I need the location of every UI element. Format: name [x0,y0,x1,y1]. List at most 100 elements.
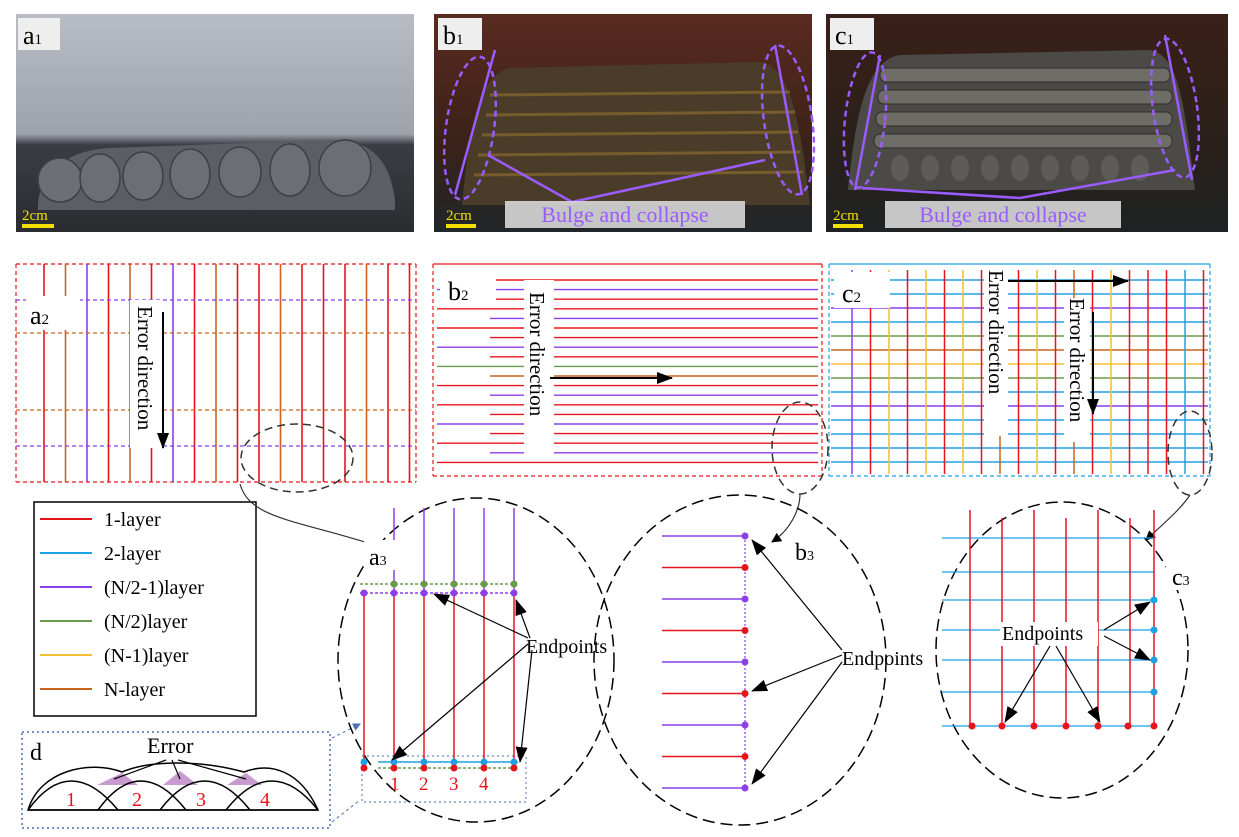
zoom-c3: c3 Endpoints [935,494,1208,799]
error-pointer [177,759,247,780]
endpoint-dot [1150,656,1158,664]
endpoint-dot [998,722,1006,730]
scale-label: 2cm [22,208,48,224]
panel-d: d Error 1 2 3 4 [21,723,527,829]
path-panel-c2 [828,263,1211,477]
zoom-a3: a3 Endpoints 1 2 3 4 [239,483,615,823]
path-number: 4 [479,774,489,795]
panel-label-c3: c3 [1172,565,1190,591]
label-box [438,18,482,50]
scale-bar [833,224,863,228]
legend-label: (N/2-1)layer [104,577,204,599]
error-label: Error [147,733,194,758]
endpoint-dot [741,532,749,540]
legend-item-3: (N/2-1)layer [40,577,204,599]
legend-item-2: 2-layer [40,543,161,565]
endpoints-label: Endpoints [1002,623,1083,645]
endpoint-dot [390,589,398,597]
panel-label-b3: b3 [795,540,814,566]
zoom-a3-lines [360,508,518,772]
caption-box [505,201,745,228]
endpoint-dot [480,589,488,597]
endpoint-dot [510,580,518,588]
zoom-b3-lines [662,532,749,792]
endpoint-dot [390,764,398,772]
photo-c1: c1 Bulge and collapse 2cm [826,14,1228,232]
endpoint-dot [360,764,368,772]
panel-label-d: d [30,740,42,766]
label-box [830,18,874,50]
arrow-label-box [984,266,1008,436]
endpoint-dot [420,589,428,597]
connector-arrow [331,723,361,739]
endpoint-dot [450,758,458,766]
path-number: 3 [449,774,459,795]
endpoint-dot [741,595,749,603]
path-b2-overlays: b2 Error direction [440,272,829,495]
label-box [790,534,832,566]
path-a2-overlays: a2 Error direction [26,296,354,493]
legend-item-4: (N/2)layer [40,611,188,633]
endpoint-dot [1150,596,1158,604]
zoom-connector [771,493,801,543]
endpoint-dot [510,758,518,766]
bead-number: 1 [66,789,76,811]
endpoints-label: Endpoints [526,636,607,658]
zoom-circle-c [1167,410,1213,496]
arrow-label-box [130,300,162,448]
label-box [26,736,54,766]
legend-label: (N-1)layer [104,645,189,667]
endpoint-dot [420,764,428,772]
legend: 1-layer 2-layer (N/2-1)layer (N/2)layer … [33,501,257,717]
endpoint-dot [420,758,428,766]
bead-profile [26,762,320,811]
endpoint-dot [360,758,368,766]
panel-label-a1: a1 [23,21,42,50]
label-box [26,296,80,330]
legend-box [33,501,257,717]
panel-label-c2: c2 [842,279,861,308]
endpoints-label: Endpoints [842,648,923,670]
label-box [18,18,60,50]
endpoint-dot [480,764,488,772]
endpoint-dot [420,580,428,588]
endpoint-dot [1062,722,1070,730]
scale-label: 2cm [833,208,859,224]
scale-bar [446,224,476,228]
legend-item-1: 1-layer [40,509,161,531]
zoom-connector [239,483,385,550]
endpoint-dot [968,722,976,730]
endpoint-dot [510,764,518,772]
endpoint-dot [390,758,398,766]
caption-bulge-collapse: Bulge and collapse [541,202,708,227]
endpoint-dot [360,589,368,597]
photo-a1: a1 2cm [16,14,414,232]
endpoint-dot [1030,722,1038,730]
zoom-circle-b [771,401,829,495]
photo-b1: b1 Bulge and collapse 2cm [434,14,816,232]
endpoint-dot [510,589,518,597]
error-pointer [171,759,181,780]
endpoint-dot [480,580,488,588]
zoom-highlight-box [361,755,527,803]
endpoint-dot [741,784,749,792]
zoom-connector [1145,494,1191,541]
scale-label: 2cm [446,208,472,224]
legend-item-5: (N-1)layer [40,645,189,667]
label-box [440,272,496,306]
endpoint-dot [1150,626,1158,634]
error-direction-label-horizontal: Error direction [984,270,1008,395]
label-box [1166,558,1208,590]
endpoint-dot [1150,688,1158,696]
endpoint-dot [450,764,458,772]
zoom-c3-lines [942,510,1158,730]
label-box [1000,622,1098,646]
bead-number: 2 [132,789,142,811]
error-region [97,773,138,785]
path-number: 1 [390,774,400,795]
endpoint-dot [450,580,458,588]
label-box [834,272,890,308]
endpoint-dot [450,589,458,597]
zoom-b3: b3 Endpoints [593,493,923,826]
